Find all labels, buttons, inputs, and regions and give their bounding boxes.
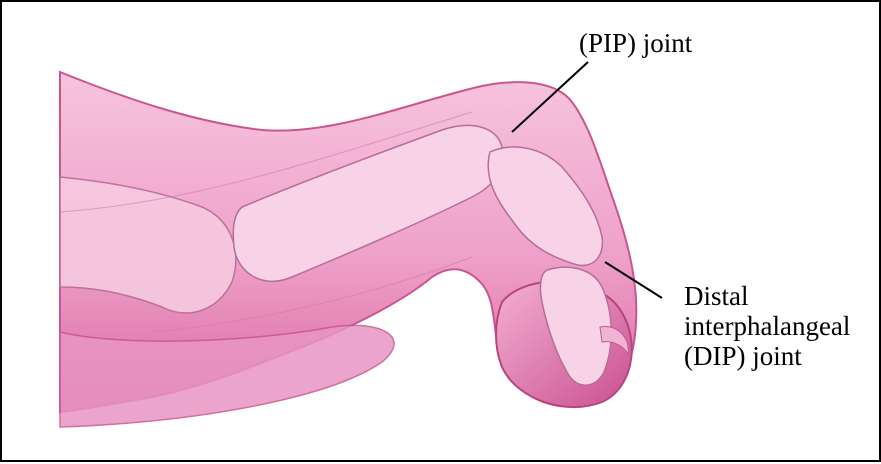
palm-bulge — [60, 325, 394, 427]
pip-joint-label: (PIP) joint — [579, 28, 692, 58]
dip-joint-label: Distal interphalangeal (DIP) joint — [684, 281, 850, 371]
dip-label-line: Distal — [684, 281, 850, 311]
dip-label-line: (DIP) joint — [684, 341, 850, 371]
dip-label-line: interphalangeal — [684, 311, 850, 341]
